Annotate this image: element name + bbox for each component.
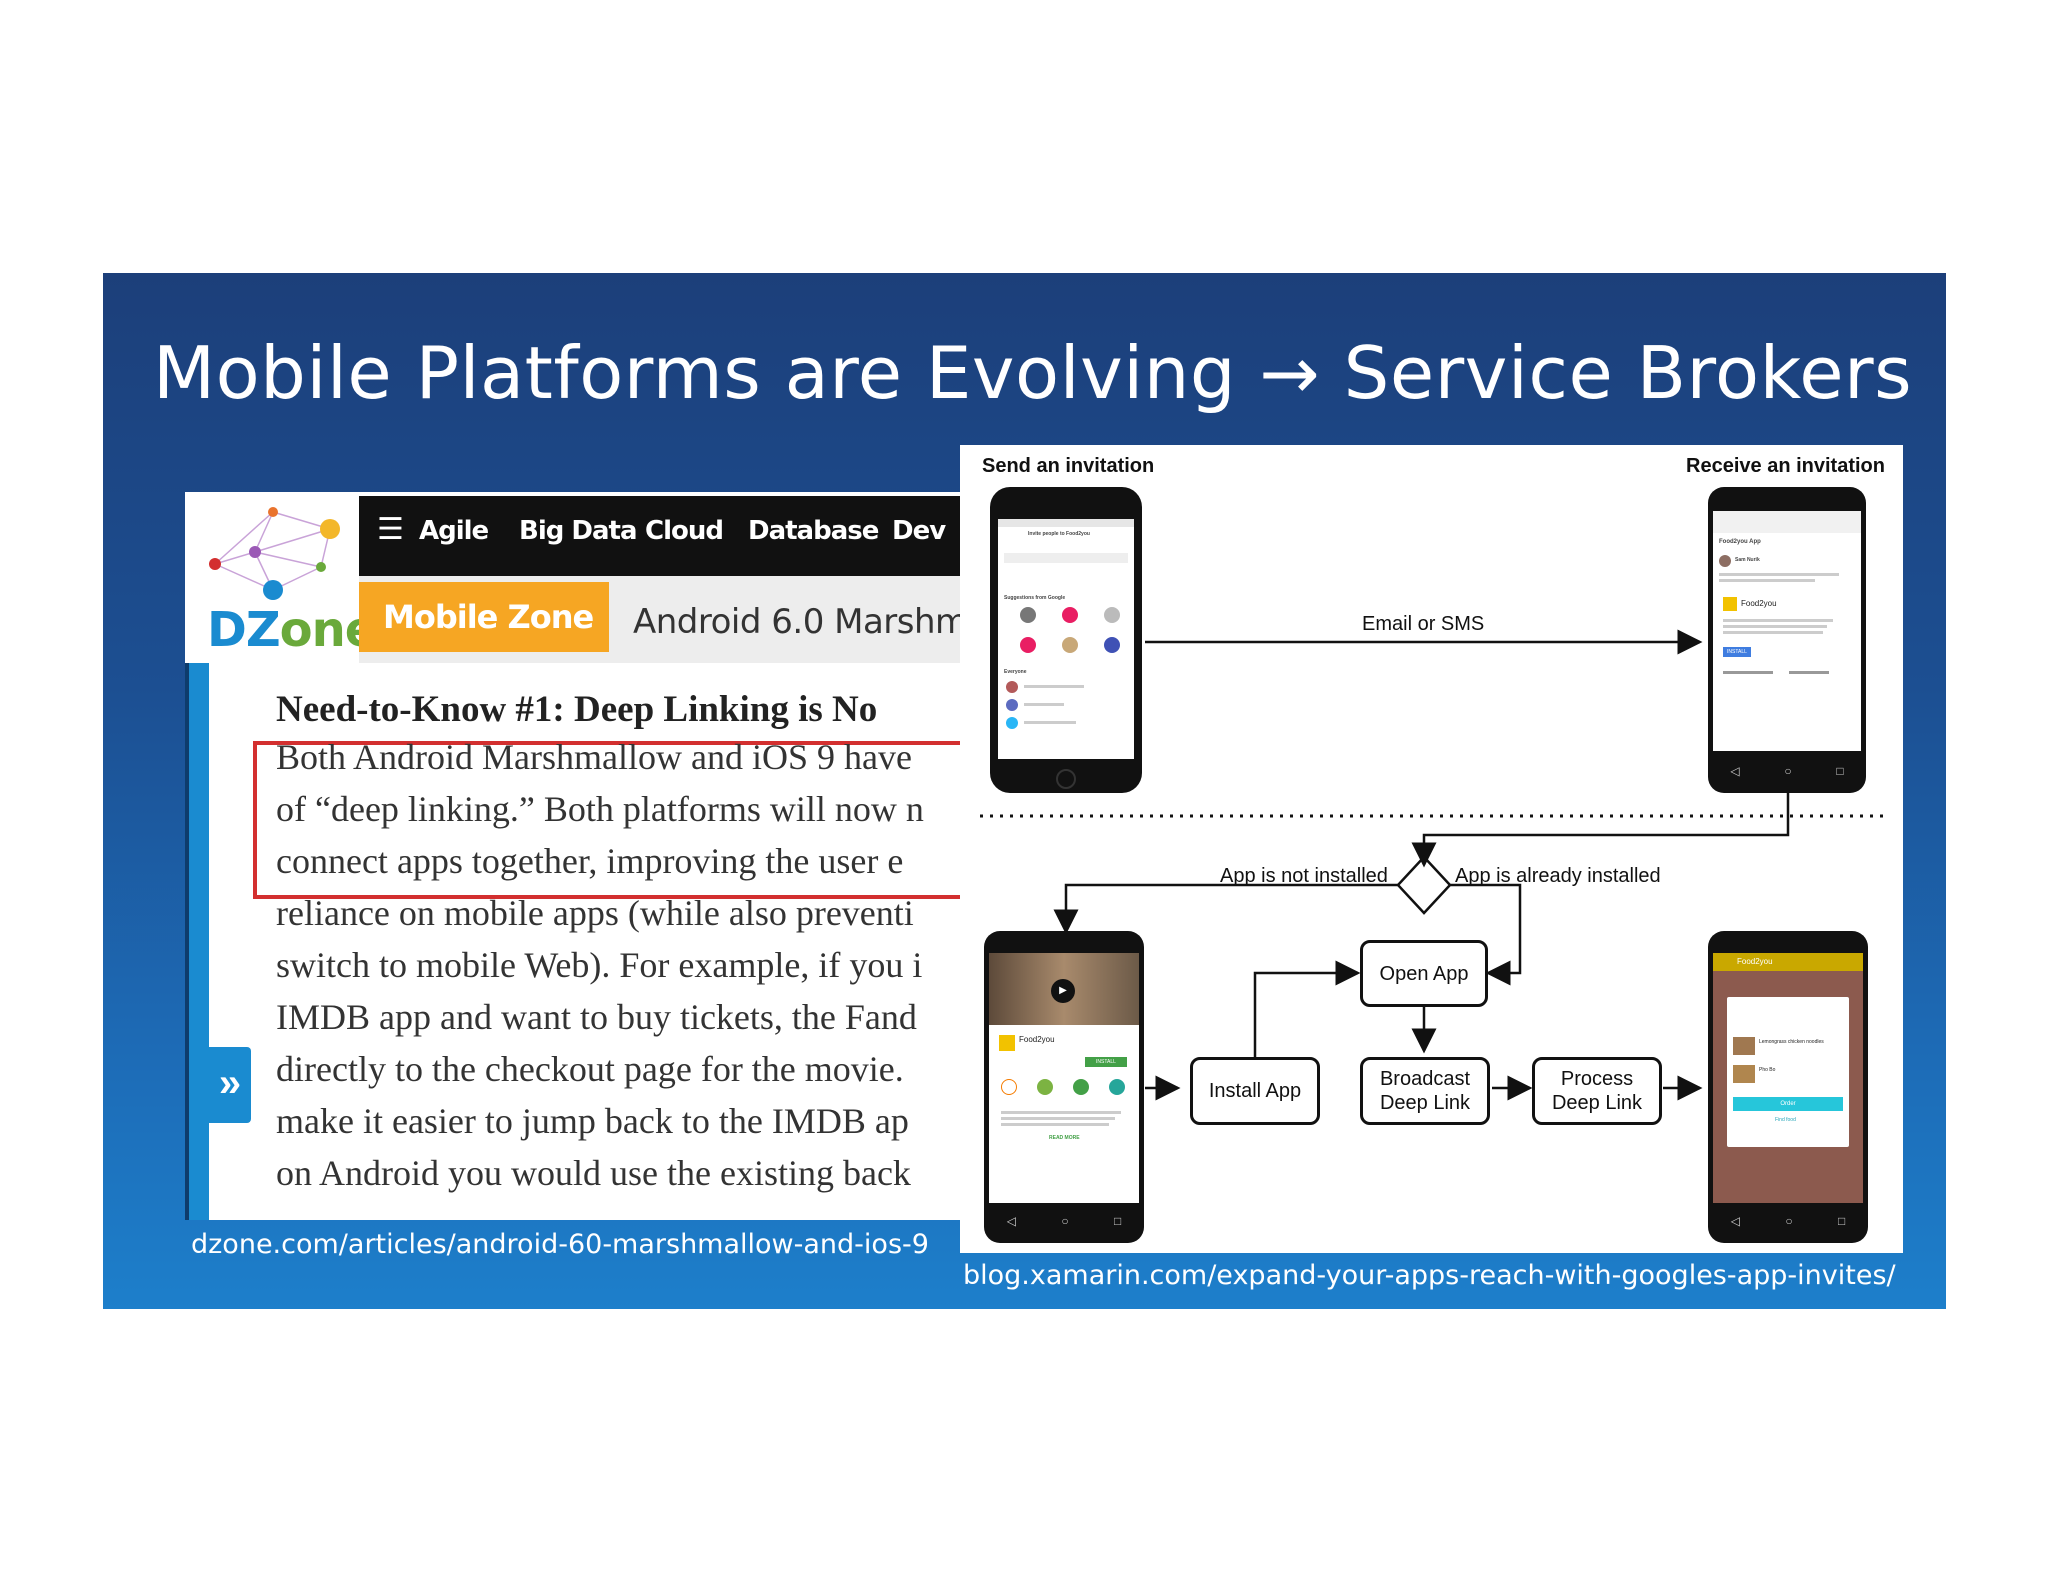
dzone-screenshot: DZone ☰ Agile Big Data Cloud Database De… <box>185 492 960 1220</box>
send-invitation-label: Send an invitation <box>982 455 1155 477</box>
article-line: switch to mobile Web). For example, if y… <box>276 945 923 985</box>
app-installed-label: App is already installed <box>1455 865 1661 887</box>
article-breadcrumb[interactable]: Android 6.0 Marshm <box>633 602 960 642</box>
nav-item-big-data[interactable]: Big Data <box>519 516 637 546</box>
left-accent-edge <box>185 663 189 1220</box>
android-nav-bar: ◁○□ <box>1006 1214 1122 1228</box>
dzone-wordmark: DZone <box>207 602 377 658</box>
nav-item-agile[interactable]: Agile <box>419 516 489 546</box>
hamburger-menu-icon[interactable]: ☰ <box>377 512 404 547</box>
dzone-network-icon <box>209 507 340 600</box>
article-line: directly to the checkout page for the mo… <box>276 1049 904 1089</box>
article-line: IMDB app and want to buy tickets, the Fa… <box>276 997 917 1037</box>
app-invites-diagram: Send an invitation Receive an invitation <box>960 445 1903 1253</box>
receiver-phone: Food2you App Sam Nurik Food2you INSTALL … <box>1708 487 1866 793</box>
receive-invitation-label: Receive an invitation <box>1686 455 1885 477</box>
mobile-zone-tab[interactable]: Mobile Zone <box>359 582 609 652</box>
android-nav-bar: ◁○□ <box>1730 764 1844 778</box>
article-line: reliance on mobile apps (while also prev… <box>276 893 914 933</box>
install-phone: ▶ Food2you INSTALL READ MORE ◁○□ <box>984 931 1144 1243</box>
xamarin-source-link[interactable]: blog.xamarin.com/expand-your-apps-reach-… <box>963 1260 1896 1291</box>
email-or-sms-label: Email or SMS <box>1362 613 1485 635</box>
dzone-source-link[interactable]: dzone.com/articles/android-60-marshmallo… <box>191 1229 929 1260</box>
sender-phone-screen: Invite people to Food2you Suggestions fr… <box>998 519 1134 759</box>
play-video-icon[interactable]: ▶ <box>1051 979 1075 1003</box>
receiver-phone-screen: Food2you App Sam Nurik Food2you INSTALL <box>1713 511 1861 751</box>
install-phone-screen: ▶ Food2you INSTALL READ MORE <box>989 953 1139 1203</box>
article-line: make it easier to jump back to the IMDB … <box>276 1101 909 1141</box>
article-line: connect apps together, improving the use… <box>276 841 904 881</box>
install-app-step: Install App <box>1190 1057 1320 1125</box>
nav-item-database[interactable]: Database <box>748 516 879 546</box>
highlight-box <box>253 741 960 899</box>
app-not-installed-label: App is not installed <box>1220 865 1388 887</box>
nav-item-cloud[interactable]: Cloud <box>645 516 724 546</box>
slide: Mobile Platforms are Evolving → Service … <box>103 273 1946 1309</box>
diagram-connectors <box>980 629 1885 1101</box>
article-line: on Android you would use the existing ba… <box>276 1153 911 1193</box>
deep-link-phone-screen: Food2you Lemongrass chicken noodles Pho … <box>1713 953 1863 1203</box>
nav-item-dev[interactable]: Dev <box>892 516 946 546</box>
dzone-top-nav: ☰ Agile Big Data Cloud Database Dev <box>359 496 960 576</box>
deep-link-phone: Food2you Lemongrass chicken noodles Pho … <box>1708 931 1868 1243</box>
slide-title: Mobile Platforms are Evolving → Service … <box>153 331 1913 415</box>
dzone-zone-bar: Mobile Zone Android 6.0 Marshm <box>359 576 960 663</box>
sender-phone: Invite people to Food2you Suggestions fr… <box>990 487 1142 793</box>
expand-sidebar-button[interactable]: » <box>209 1047 251 1123</box>
android-nav-bar: ◁○□ <box>1730 1214 1846 1228</box>
home-button-icon <box>1056 769 1076 789</box>
open-app-step: Open App <box>1360 940 1488 1007</box>
left-accent-bar <box>185 663 209 1220</box>
dzone-logo[interactable]: DZone <box>185 492 377 663</box>
article-line: Both Android Marshmallow and iOS 9 have <box>276 737 912 777</box>
article-line: of “deep linking.” Both platforms will n… <box>276 789 924 829</box>
article-heading: Need-to-Know #1: Deep Linking is No <box>276 689 878 730</box>
